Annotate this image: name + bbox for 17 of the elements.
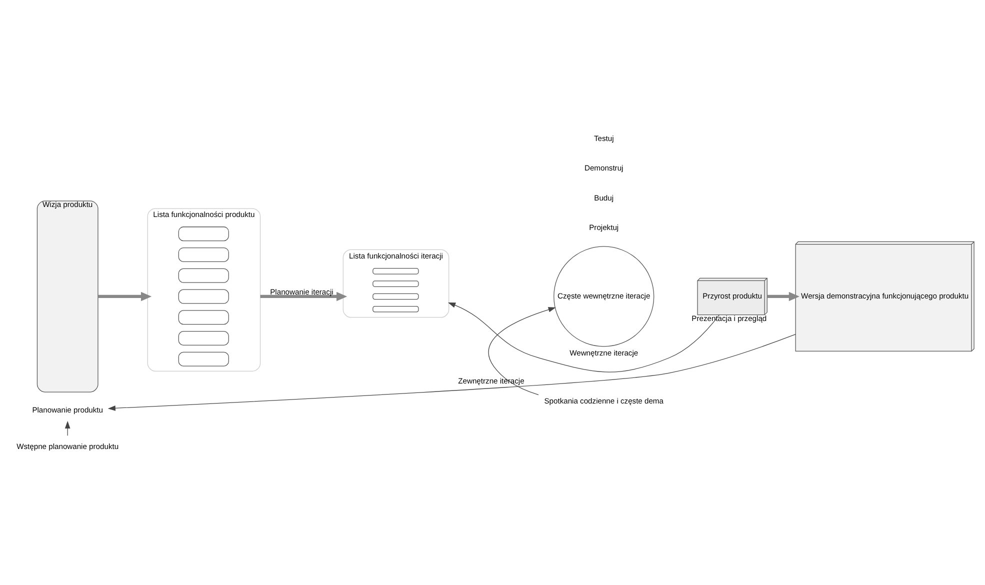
node-bar <box>372 280 419 286</box>
node-box <box>178 351 229 366</box>
node-box <box>178 288 229 304</box>
arrow <box>108 334 796 410</box>
node-box <box>178 268 229 282</box>
node-box <box>178 246 229 262</box>
arrow <box>98 291 152 301</box>
node-bar <box>372 292 419 300</box>
node-box <box>178 310 229 324</box>
node-bar <box>372 305 419 312</box>
arrow <box>767 291 800 301</box>
node-box <box>178 330 229 346</box>
arrow <box>448 302 720 372</box>
node-bar <box>372 268 419 274</box>
arrow <box>260 291 348 301</box>
arrow <box>488 306 556 395</box>
node-box <box>178 226 229 241</box>
